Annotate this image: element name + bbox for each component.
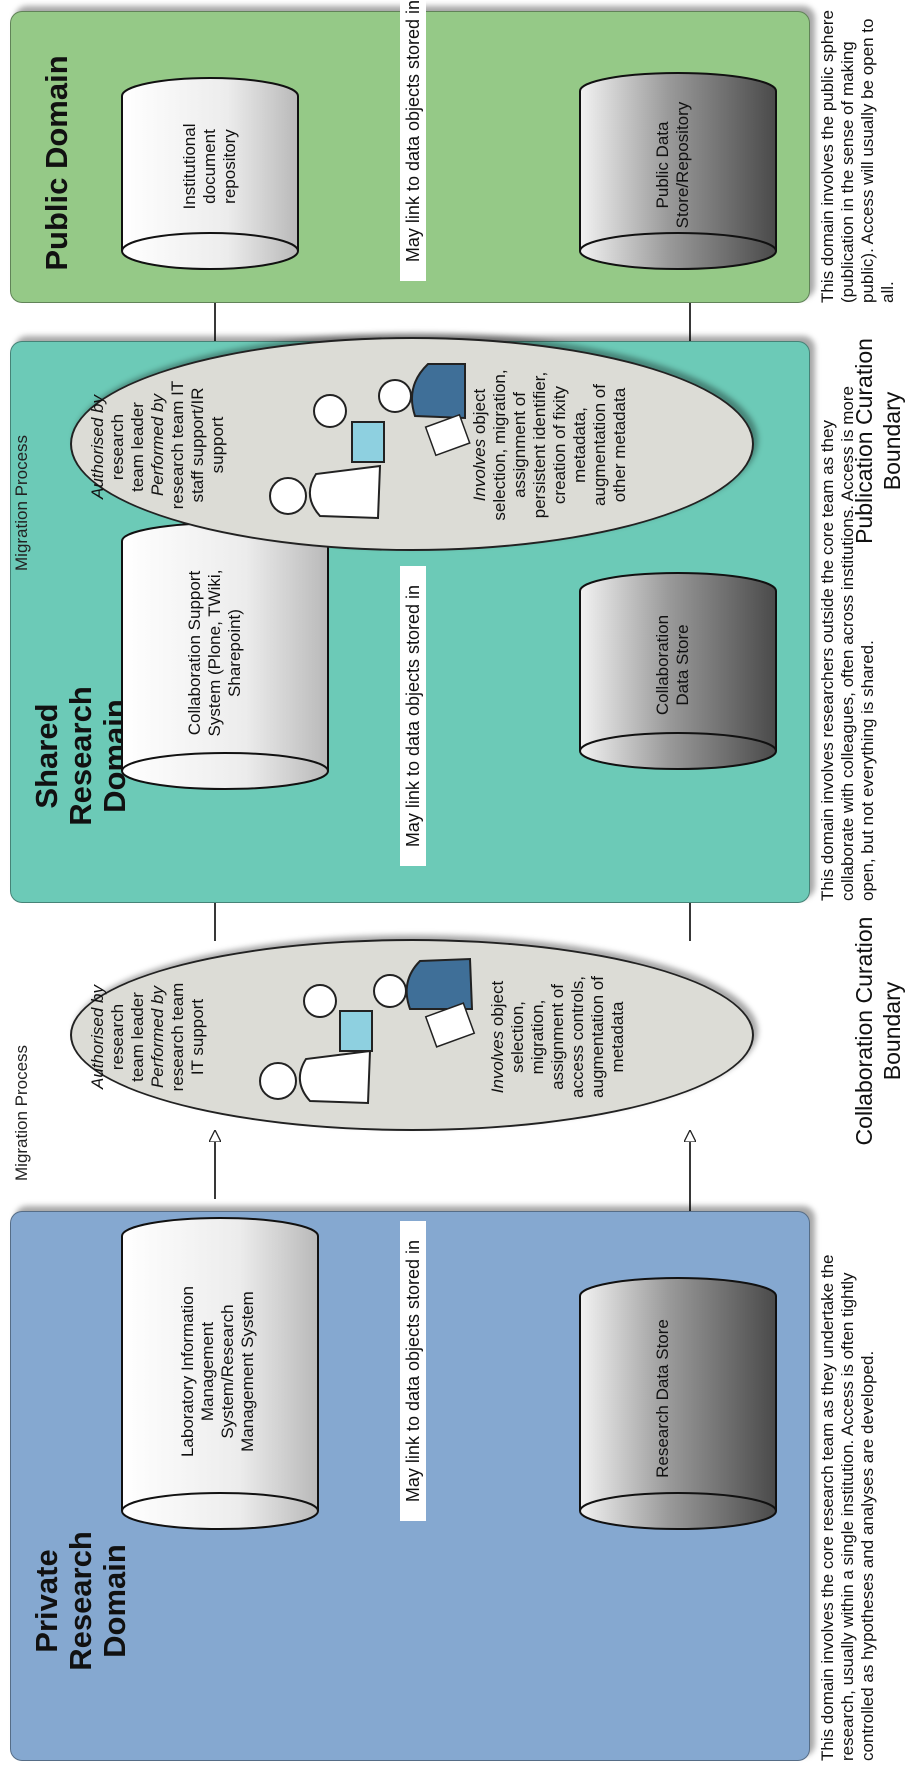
person-head-icon <box>373 974 407 1008</box>
publication-involves-text: Involves object selection, migration, as… <box>470 365 630 525</box>
person-head-icon <box>378 379 412 413</box>
collaboration-data-store-label: Collaboration Data Store <box>653 614 692 716</box>
monitor-icon <box>351 421 385 463</box>
shared-link-label: May link to data objects stored in <box>400 566 426 866</box>
public-domain-description: This domain involves the public sphere (… <box>818 10 897 303</box>
collab-performed-text: Performed by research team IT support <box>148 981 208 1093</box>
publication-people-illustration <box>269 363 471 520</box>
private-link-label: May link to data objects stored in <box>400 1221 426 1521</box>
cylinder-shape <box>121 522 329 790</box>
shared-domain-title: Shared Research Domain <box>29 686 132 826</box>
person-head-icon <box>313 394 347 428</box>
performed-prefix: Performed by <box>148 985 167 1089</box>
cylinder-shape <box>579 572 777 770</box>
person-body-icon <box>309 464 382 520</box>
institutional-repository-cylinder: Institutional document repository <box>120 76 300 271</box>
collab-migration-process-label: Migration Process <box>12 1044 31 1181</box>
collaboration-support-system-cylinder: Collaboration Support System (Plone, TWi… <box>120 521 330 791</box>
person-head-icon <box>303 984 337 1018</box>
private-domain-title: Private Research Domain <box>29 1531 132 1671</box>
collaboration-data-store-cylinder: Collaboration Data Store <box>578 571 778 771</box>
document-icon <box>424 413 471 457</box>
institutional-repository-label: Institutional document repository <box>180 123 239 210</box>
authorised-value: research team leader <box>108 402 147 492</box>
public-link-label: May link to data objects stored in <box>400 0 426 281</box>
publication-migration-process-label: Migration Process <box>12 434 31 571</box>
collab-involves-text: Involves object selection, migration, as… <box>488 975 628 1099</box>
public-data-store-cylinder: Public Data Store/Repository <box>578 71 778 271</box>
cylinder-shape <box>121 1217 319 1530</box>
lims-cylinder: Laboratory Information Management System… <box>120 1216 320 1531</box>
collaboration-support-system-label: Collaboration Support System (Plone, TWi… <box>185 569 244 737</box>
cylinder-shape <box>579 1277 777 1530</box>
involves-prefix: Involves <box>470 438 489 502</box>
performed-value: research team IT staff support/IR suppor… <box>168 380 227 510</box>
public-domain-title: Public Domain <box>39 55 74 271</box>
collab-people-illustration <box>259 957 476 1105</box>
person-body-blue-icon <box>411 363 466 420</box>
private-domain-description: This domain involves the core research t… <box>818 1254 877 1762</box>
authorised-prefix: Authorised by <box>88 395 107 499</box>
monitor-icon <box>339 1010 373 1052</box>
collaboration-boundary-label: Collaboration Curation Boundary <box>851 916 905 1146</box>
lims-label: Laboratory Information Management System… <box>178 1285 257 1458</box>
public-data-store-label: Public Data Store/Repository <box>653 101 692 229</box>
person-head-icon <box>259 1062 297 1100</box>
document-icon <box>424 1002 476 1048</box>
cylinder-shape <box>579 72 777 270</box>
authorised-prefix: Authorised by <box>88 985 107 1089</box>
performed-prefix: Performed by <box>148 393 167 497</box>
research-data-store-cylinder: Research Data Store <box>578 1276 778 1531</box>
collab-authorised-text: Authorised by research team leader <box>88 983 148 1091</box>
cylinder-shape <box>121 77 299 270</box>
involves-prefix: Involves <box>488 1030 507 1094</box>
authorised-value: research team leader <box>108 992 147 1082</box>
involves-value: object selection, migration, assignment … <box>488 976 627 1098</box>
involves-value: object selection, migration, assignment … <box>470 369 629 521</box>
performed-value: research team IT support <box>168 982 207 1092</box>
publication-authorised-text: Authorised by research team leader <box>88 393 148 501</box>
person-head-icon <box>269 477 307 515</box>
person-body-blue-icon <box>405 957 474 1010</box>
publication-boundary-label: Publication Curation Boundary <box>851 338 905 544</box>
research-data-store-label: Research Data Store <box>653 1319 672 1478</box>
publication-performed-text: Performed by research team IT staff supp… <box>148 371 228 519</box>
person-body-icon <box>299 1049 372 1105</box>
